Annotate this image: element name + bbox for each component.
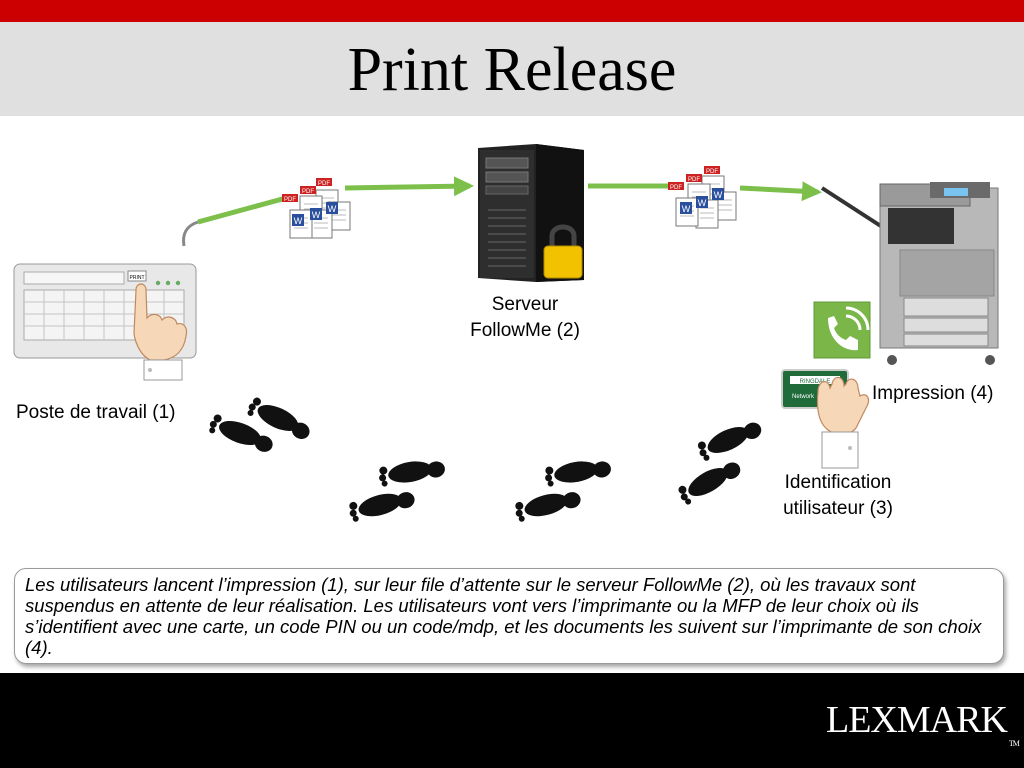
word-label: W [698, 198, 707, 208]
top-red-bar [0, 0, 1024, 22]
document-stack-icon: PDF PDF PDF W W W [282, 178, 351, 239]
workstation-label: Poste de travail (1) [16, 402, 176, 423]
print-release-diagram: PRINT PDF PDF PDF W W [13, 144, 999, 523]
lexmark-logo: LEXMARKTM [826, 699, 1020, 764]
badge-subtext: Network [792, 394, 815, 400]
title-bar [0, 22, 1024, 116]
word-label: W [328, 204, 337, 214]
logo-text: LEXMARK [826, 699, 1008, 741]
word-label: W [294, 216, 303, 226]
document-stack-icon: PDF PDF PDF W W W [668, 166, 737, 229]
word-label: W [714, 190, 723, 200]
logo-tm: TM [1008, 739, 1020, 748]
identification-label-line1: Identification [784, 472, 892, 493]
flow-arrows [182, 176, 822, 247]
word-label: W [312, 210, 321, 220]
footprints-icon [206, 395, 764, 523]
server-label: Serveur FollowMe (2) [440, 292, 610, 344]
pdf-label: PDF [318, 181, 330, 187]
server-label-line1: Serveur [491, 294, 559, 315]
pdf-label: PDF [670, 185, 682, 191]
footer-bar [0, 673, 1024, 768]
pdf-label: PDF [706, 169, 718, 175]
pdf-label: PDF [284, 197, 296, 203]
printing-label: Impression (4) [872, 383, 994, 404]
pdf-label: PDF [302, 189, 314, 195]
description-box: Les utilisateurs lancent l’impression (1… [14, 568, 1004, 664]
printer-mfp-icon [820, 182, 999, 365]
hand-holding-badge-icon [816, 376, 870, 469]
lock-icon [543, 224, 583, 279]
page-title: Print Release [347, 36, 677, 104]
server-label-line2: FollowMe (2) [470, 320, 580, 341]
keyboard-icon: PRINT [13, 263, 197, 359]
pdf-label: PDF [688, 177, 700, 183]
identification-label: Identification utilisateur (3) [756, 470, 920, 522]
identification-label-line2: utilisateur (3) [783, 498, 893, 519]
phone-app-icon [813, 301, 871, 359]
word-label: W [682, 204, 691, 214]
print-key-label: PRINT [130, 275, 145, 281]
badge-text: RINGDALE [800, 379, 831, 385]
hand-pointing-icon [133, 283, 188, 381]
